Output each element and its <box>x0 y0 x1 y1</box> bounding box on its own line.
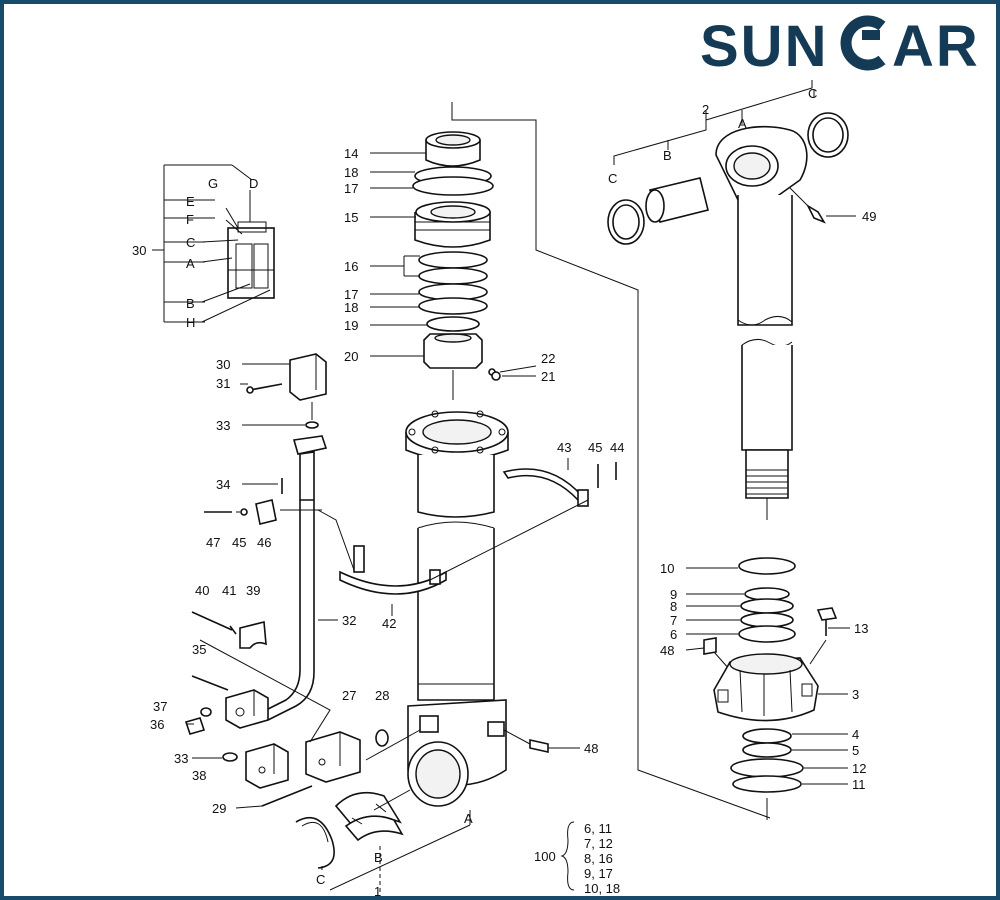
label-5: 5 <box>852 743 859 758</box>
kit-brace <box>560 821 575 891</box>
kit-number: 100 <box>534 849 556 864</box>
label-28: 28 <box>375 688 389 703</box>
label-35: 35 <box>192 642 206 657</box>
label-21: 21 <box>541 369 555 384</box>
label-12: 12 <box>852 761 866 776</box>
label-17b: 17 <box>344 287 358 302</box>
label-A-inset: A <box>186 256 195 271</box>
logo-c-mark <box>840 15 886 71</box>
label-37: 37 <box>153 699 167 714</box>
label-18b: 18 <box>344 300 358 315</box>
label-22: 22 <box>541 351 555 366</box>
label-45a: 45 <box>588 440 602 455</box>
label-29: 29 <box>212 801 226 816</box>
label-B-bottom: B <box>374 850 383 865</box>
label-30: 30 <box>216 357 230 372</box>
label-leaders <box>186 152 850 809</box>
label-42: 42 <box>382 616 396 631</box>
rod-thread <box>746 469 788 495</box>
bottom-pin-parts <box>295 789 471 895</box>
logo-text-sun: SUN <box>700 14 828 79</box>
label-47: 47 <box>206 535 220 550</box>
label-H: H <box>186 315 195 330</box>
label-9: 9 <box>670 587 677 602</box>
pipe-and-clamps <box>204 353 617 721</box>
label-34: 34 <box>216 477 230 492</box>
label-14: 14 <box>344 146 358 161</box>
label-15: 15 <box>344 210 358 225</box>
label-B-inset: B <box>186 296 195 311</box>
label-30-inset: 30 <box>132 243 146 258</box>
label-3: 3 <box>852 687 859 702</box>
label-48a: 48 <box>584 741 598 756</box>
label-C-inset: C <box>186 235 195 250</box>
label-10: 10 <box>660 561 674 576</box>
label-A-top: A <box>738 116 747 131</box>
label-38: 38 <box>192 768 206 783</box>
label-36: 36 <box>150 717 164 732</box>
label-B-top: B <box>663 148 672 163</box>
label-C-right-top: C <box>808 86 817 101</box>
assembly-leader-line <box>451 102 771 819</box>
label-C-left-top: C <box>608 171 617 186</box>
kit-row-3: 8, 16 <box>584 851 613 866</box>
logo-text-ar: AR <box>892 14 980 79</box>
label-19: 19 <box>344 318 358 333</box>
part-labels: 2 A B C C 49 30 G D E F C A B H 14 18 17… <box>132 86 876 899</box>
label-27: 27 <box>342 688 356 703</box>
kit-row-1: 6, 11 <box>584 821 612 836</box>
label-4: 4 <box>852 727 859 742</box>
lower-valve-blocks <box>184 611 421 807</box>
label-G: G <box>208 176 218 191</box>
label-40: 40 <box>195 583 209 598</box>
label-16: 16 <box>344 259 358 274</box>
label-33b: 33 <box>174 751 188 766</box>
label-13: 13 <box>854 621 868 636</box>
label-48b: 48 <box>660 643 674 658</box>
label-D: D <box>249 176 258 191</box>
label-7: 7 <box>670 613 677 628</box>
rod-eye-assembly <box>607 80 856 520</box>
label-45b: 45 <box>232 535 246 550</box>
label-2: 2 <box>702 102 709 117</box>
kit-row-4: 9, 17 <box>584 866 613 881</box>
label-C-bottom: C <box>316 872 325 887</box>
label-44: 44 <box>610 440 624 455</box>
label-20: 20 <box>344 349 358 364</box>
label-43: 43 <box>557 440 571 455</box>
kit-row-2: 7, 12 <box>584 836 613 851</box>
label-8: 8 <box>670 599 677 614</box>
label-E: E <box>186 194 195 209</box>
label-33a: 33 <box>216 418 230 433</box>
label-18a: 18 <box>344 165 358 180</box>
kit-row-5: 10, 18 <box>584 881 620 896</box>
label-31: 31 <box>216 376 230 391</box>
label-46: 46 <box>257 535 271 550</box>
label-49: 49 <box>862 209 876 224</box>
gland-piston-stack <box>412 131 537 400</box>
inset-valve-30 <box>152 164 275 323</box>
label-6: 6 <box>670 627 677 642</box>
rod-cover-assembly <box>703 557 838 820</box>
label-41: 41 <box>222 583 236 598</box>
label-F: F <box>186 212 194 227</box>
suncar-logo: SUN AR <box>700 14 980 79</box>
seal-kit-100: 100 6, 11 7, 12 8, 16 9, 17 10, 18 <box>534 821 620 896</box>
label-32: 32 <box>342 613 356 628</box>
cylinder-tube <box>405 410 580 807</box>
label-11: 11 <box>852 777 866 792</box>
label-1: 1 <box>374 884 381 899</box>
label-17a: 17 <box>344 181 358 196</box>
label-A-bottom: A <box>464 811 473 826</box>
label-39: 39 <box>246 583 260 598</box>
